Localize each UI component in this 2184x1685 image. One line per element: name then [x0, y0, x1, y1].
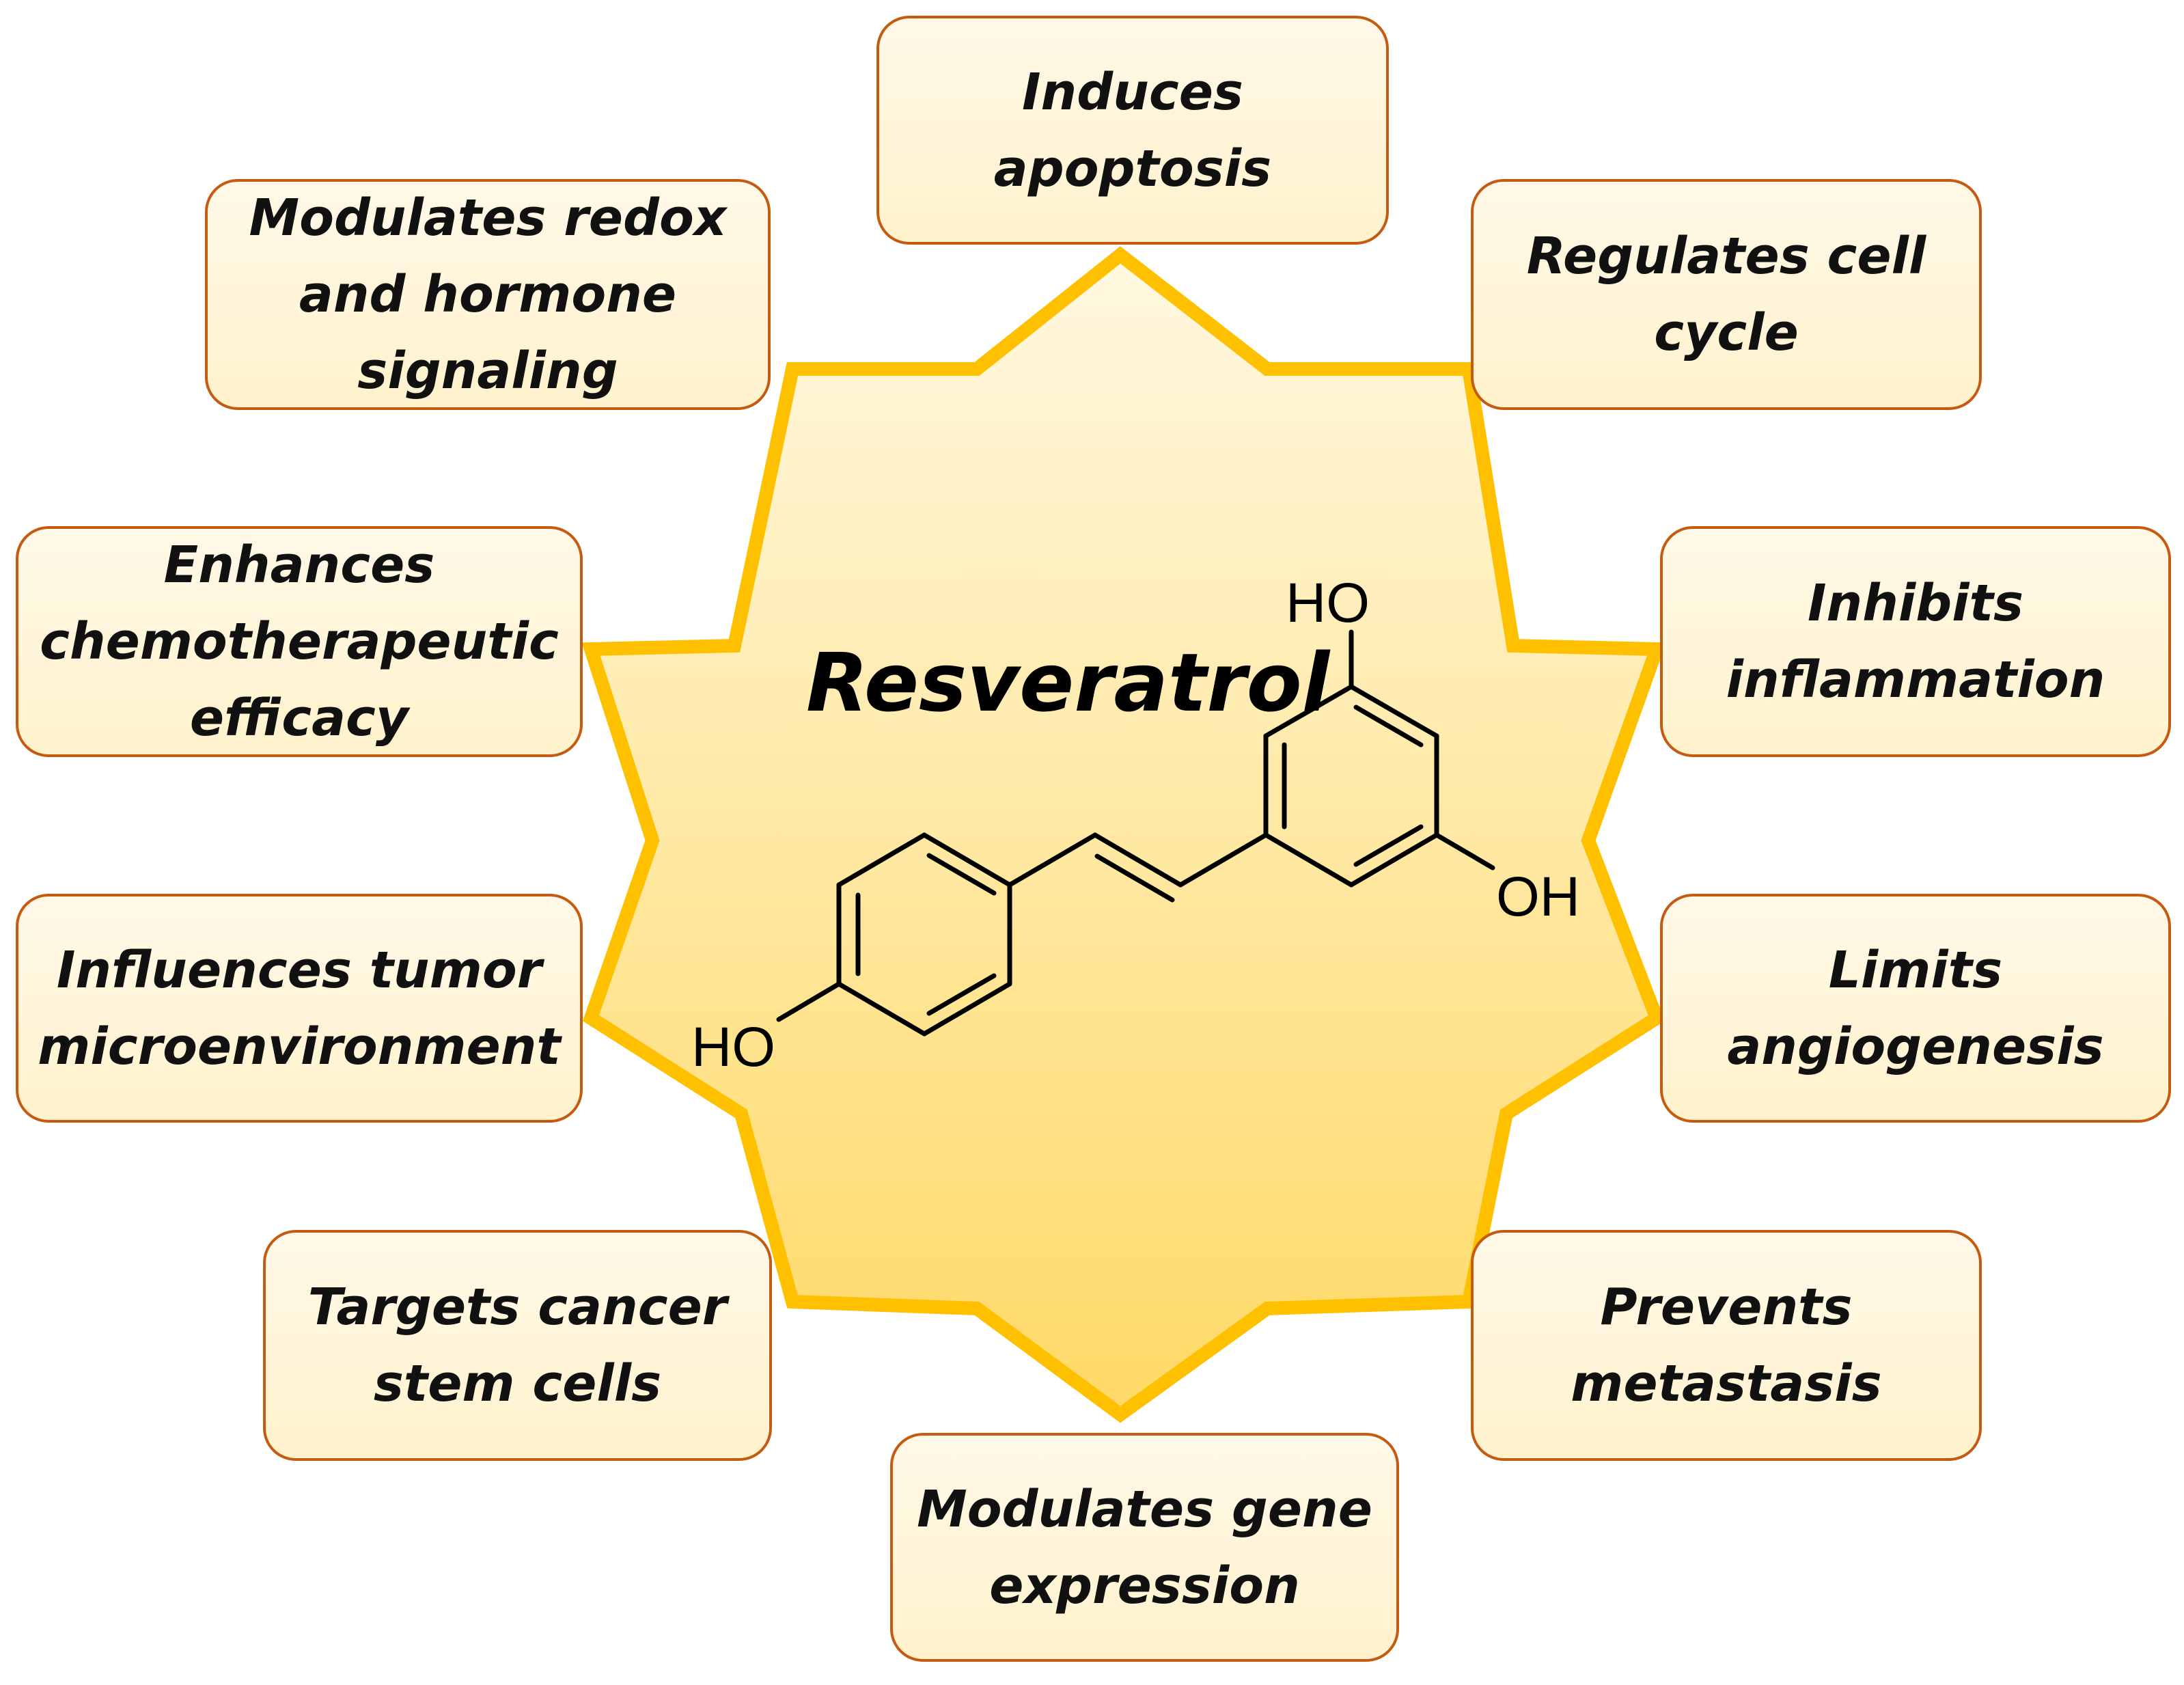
- bond: [1349, 832, 1439, 888]
- effect-box-chemotherapeutic: Enhances chemotherapeutic efficacy: [16, 526, 583, 757]
- bond: [1263, 832, 1354, 888]
- double-bond: [926, 853, 997, 896]
- effect-line: cycle: [1654, 303, 1799, 362]
- double-bond: [1353, 824, 1424, 867]
- effect-box-metastasis: Prevents metastasis: [1471, 1230, 1982, 1461]
- effect-line: Modulates redox: [249, 189, 727, 247]
- bond: [776, 981, 842, 1022]
- effect-line: Induces: [1022, 62, 1243, 122]
- bond: [922, 832, 1012, 888]
- effect-line: Enhances: [163, 536, 435, 594]
- effect-line: expression: [989, 1556, 1300, 1615]
- bond: [836, 832, 927, 888]
- effect-line: and hormone: [299, 265, 677, 324]
- effect-line: efficacy: [189, 689, 409, 748]
- bond: [1178, 832, 1269, 888]
- effect-line: Modulates gene: [917, 1479, 1372, 1539]
- bond: [1007, 832, 1098, 888]
- effect-line: stem cells: [373, 1354, 662, 1413]
- effect-line: signaling: [357, 342, 618, 400]
- double-bond: [1353, 704, 1424, 748]
- effect-line: Influences tumor: [56, 940, 542, 1000]
- bond: [1263, 684, 1354, 739]
- effect-line: apoptosis: [993, 139, 1272, 198]
- bond: [1434, 832, 1495, 871]
- effect-line: Prevents: [1600, 1278, 1853, 1337]
- bond: [1092, 832, 1183, 888]
- effect-line: Limits: [1828, 940, 2003, 1000]
- effect-box-tumor-microenvironment: Influences tumor microenvironment: [16, 894, 583, 1123]
- effect-box-gene-expression: Modulates gene expression: [890, 1433, 1399, 1662]
- effect-box-redox-hormone: Modulates redox and hormone signaling: [205, 179, 771, 410]
- bond: [836, 981, 927, 1037]
- star-shape: [581, 246, 1667, 1423]
- double-bond: [926, 973, 997, 1016]
- effect-line: metastasis: [1571, 1354, 1882, 1413]
- double-bond: [1094, 853, 1175, 903]
- effect-line: chemotherapeutic: [40, 612, 559, 671]
- bond: [1349, 684, 1439, 739]
- bond: [922, 981, 1012, 1037]
- atom-label-oh-right: OH: [1496, 866, 1580, 928]
- effect-box-inflammation: Inhibits inflammation: [1660, 526, 2171, 757]
- effect-line: microenvironment: [38, 1017, 561, 1076]
- effect-box-cell-cycle: Regulates cell cycle: [1471, 179, 1982, 410]
- effect-line: inflammation: [1726, 650, 2105, 709]
- effect-line: Inhibits: [1807, 574, 2024, 633]
- atom-label-oh-left: HO: [691, 1016, 775, 1078]
- effect-line: Targets cancer: [307, 1278, 728, 1337]
- effect-box-angiogenesis: Limits angiogenesis: [1660, 894, 2171, 1123]
- resveratrol-structure: [776, 629, 1495, 1037]
- atom-label-oh-top: HO: [1286, 572, 1370, 634]
- effect-line: Regulates cell: [1526, 227, 1926, 286]
- molecule-title: Resveratrol: [806, 635, 1330, 730]
- effect-box-stem-cells: Targets cancer stem cells: [263, 1230, 772, 1461]
- effect-box-apoptosis: Induces apoptosis: [876, 16, 1389, 245]
- effect-line: angiogenesis: [1727, 1017, 2104, 1076]
